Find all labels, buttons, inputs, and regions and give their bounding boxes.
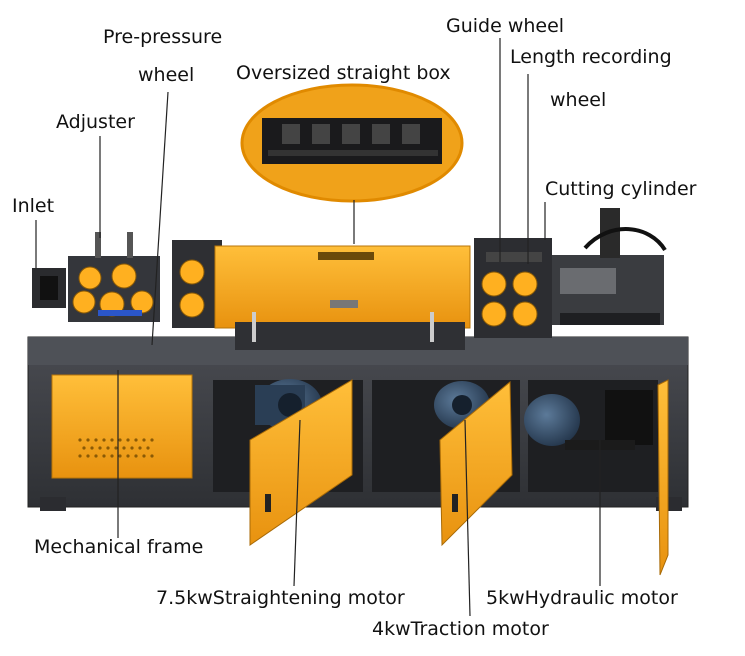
- pre-pressure-wheels: [172, 240, 222, 328]
- label-hydraulic-motor: 5kwHydraulic motor: [486, 587, 678, 609]
- label-pre-pressure: Pre-pressure: [103, 26, 223, 48]
- adjuster-block: [68, 232, 160, 322]
- straight-box-inset: [240, 83, 464, 203]
- straightening-door: [249, 379, 353, 546]
- label-length-recording-wheel: wheel: [550, 89, 607, 111]
- cutting-cylinder: [552, 208, 667, 325]
- oversized-straight-box: [214, 245, 471, 350]
- hydraulic-door: [657, 379, 669, 576]
- label-inlet: Inlet: [12, 195, 55, 217]
- label-oversized-straight-box: Oversized straight box: [236, 62, 451, 84]
- callout-lines: [35, 38, 601, 617]
- guide-wheel-block: [474, 238, 552, 338]
- label-traction-motor: 4kwTraction motor: [372, 618, 549, 640]
- label-cutting-cylinder: Cutting cylinder: [545, 178, 697, 200]
- inlet: [32, 268, 66, 308]
- label-adjuster: Adjuster: [56, 111, 135, 133]
- label-length-recording: Length recording: [510, 46, 672, 68]
- label-guide-wheel: Guide wheel: [446, 15, 565, 37]
- traction-door: [439, 380, 513, 547]
- left-frame-panel: [51, 374, 193, 479]
- label-straightening-motor: 7.5kwStraightening motor: [156, 587, 405, 609]
- label-mechanical-frame: Mechanical frame: [34, 536, 204, 558]
- label-pre-pressure-wheel: wheel: [138, 64, 195, 86]
